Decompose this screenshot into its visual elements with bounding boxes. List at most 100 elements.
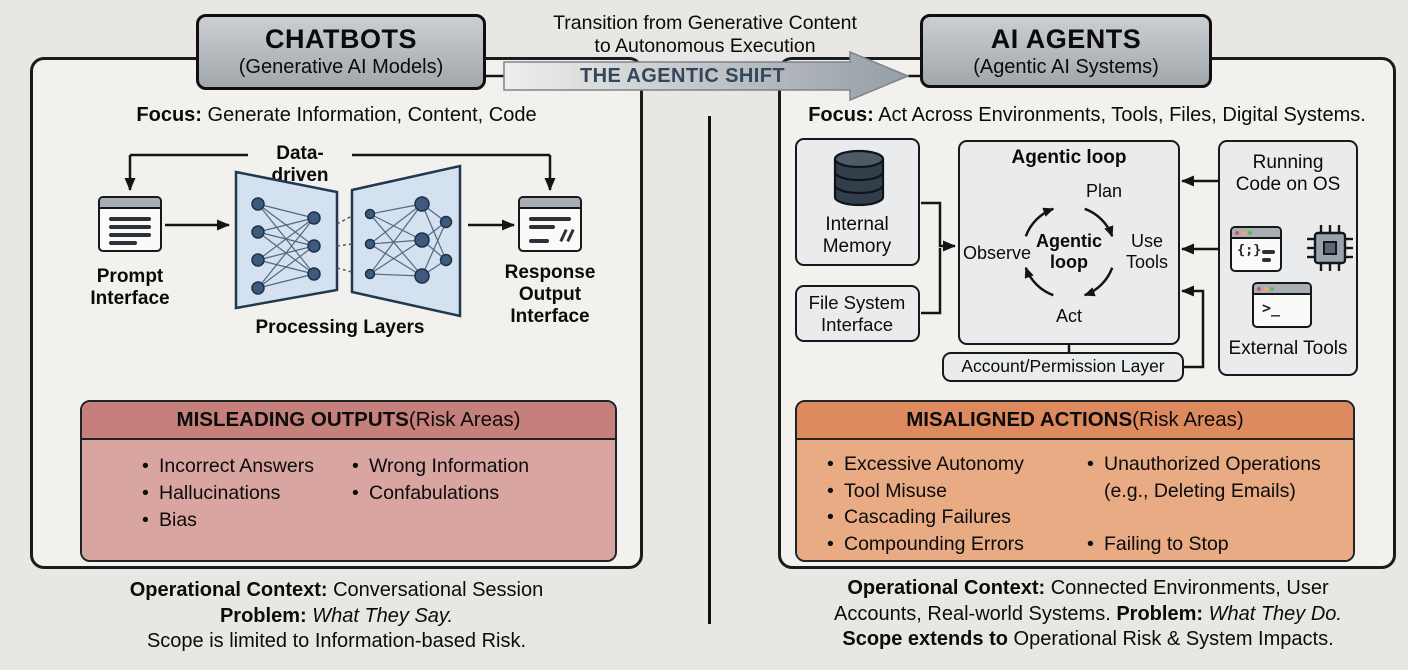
footer-italic: What They Do. bbox=[1203, 602, 1342, 625]
code-slash-icon bbox=[566, 228, 575, 243]
footer-italic: What They Say. bbox=[306, 604, 454, 627]
misleading-outputs-box: MISLEADING OUTPUTS (Risk Areas) Incorrec… bbox=[80, 400, 617, 562]
misleading-outputs-body: Incorrect Answers Hallucinations Bias Wr… bbox=[82, 440, 615, 560]
window-dot-icon bbox=[1235, 230, 1239, 235]
misaligned-actions-box: MISALIGNED ACTIONS (Risk Areas) Excessiv… bbox=[795, 400, 1355, 562]
agents-subtitle: (Agentic AI Systems) bbox=[973, 56, 1159, 78]
file-system-box: File System Interface bbox=[795, 285, 920, 342]
chatbots-title: CHATBOTS bbox=[265, 24, 417, 54]
misaligned-actions-header: MISALIGNED ACTIONS (Risk Areas) bbox=[797, 402, 1353, 440]
agents-title: AI AGENTS bbox=[990, 24, 1142, 54]
window-titlebar bbox=[520, 198, 580, 209]
agents-footer: Operational Context: Connected Environme… bbox=[780, 576, 1396, 653]
window-dot-icon bbox=[1257, 286, 1261, 291]
risk-item: Confabulations bbox=[352, 480, 529, 507]
transition-caption-line1: Transition from Generative Content bbox=[553, 12, 857, 34]
window-titlebar bbox=[100, 198, 160, 209]
risk-title-bold: MISLEADING OUTPUTS bbox=[176, 408, 409, 431]
processing-layers-label: Processing Layers bbox=[255, 317, 425, 338]
chatbots-footer-line1: Operational Context: Conversational Sess… bbox=[30, 578, 643, 604]
text-line-icon bbox=[109, 233, 151, 237]
chatbots-focus-label: Focus: bbox=[136, 104, 202, 126]
misleading-outputs-header: MISLEADING OUTPUTS (Risk Areas) bbox=[82, 402, 615, 440]
footer-text: Operational Risk & System Impacts. bbox=[1007, 628, 1334, 650]
risk-title-bold: MISALIGNED ACTIONS bbox=[906, 408, 1133, 431]
account-permission-box: Account/Permission Layer bbox=[942, 352, 1184, 382]
agents-footer-line1: Operational Context: Connected Environme… bbox=[780, 576, 1396, 602]
agents-footer-line2: Accounts, Real-world Systems. Problem: W… bbox=[780, 602, 1396, 628]
code-editor-icon: {;} bbox=[1230, 226, 1282, 272]
risk-list-col1: Excessive Autonomy Tool Misuse Cascading… bbox=[827, 451, 1024, 557]
database-icon bbox=[833, 149, 885, 207]
terminal-prompt-glyph: >_ bbox=[1262, 299, 1281, 317]
running-code-label: Running Code on OS bbox=[1235, 152, 1341, 195]
risk-item: Unauthorized Operations (e.g., Deleting … bbox=[1087, 451, 1321, 504]
external-tools-label: External Tools bbox=[1228, 338, 1348, 359]
file-system-label: File System Interface bbox=[808, 292, 906, 335]
agentic-loop-title: Agentic loop bbox=[1011, 147, 1127, 168]
agents-title-box: AI AGENTS (Agentic AI Systems) bbox=[920, 14, 1212, 88]
risk-item: Compounding Errors bbox=[827, 531, 1024, 558]
text-line-icon bbox=[109, 241, 137, 245]
window-titlebar bbox=[1232, 228, 1280, 239]
internal-memory-label: Internal Memory bbox=[822, 214, 892, 257]
misaligned-actions-body: Excessive Autonomy Tool Misuse Cascading… bbox=[797, 440, 1353, 560]
loop-cycle-icon bbox=[1024, 207, 1114, 297]
chatbots-subtitle: (Generative AI Models) bbox=[238, 56, 444, 78]
prompt-window-icon bbox=[98, 196, 162, 252]
risk-item: Cascading Failures bbox=[827, 504, 1024, 531]
terminal-icon: >_ bbox=[1252, 282, 1312, 328]
cpu-chip-icon bbox=[1307, 225, 1353, 271]
code-glyph: {;} bbox=[1237, 242, 1262, 258]
chatbots-footer-line2: Problem: What They Say. bbox=[30, 604, 643, 630]
transition-caption: Transition from Generative Content to Au… bbox=[510, 12, 900, 58]
agentic-shift-arrow bbox=[503, 50, 910, 102]
risk-title-rest: (Risk Areas) bbox=[408, 408, 521, 431]
response-output-label: Response Output Interface bbox=[504, 262, 596, 327]
risk-item: Bias bbox=[142, 507, 314, 534]
risk-item: Excessive Autonomy bbox=[827, 451, 1024, 478]
text-line-icon bbox=[1262, 258, 1271, 262]
footer-label: Operational Context: bbox=[129, 579, 328, 601]
running-code-box: Running Code on OS {;} bbox=[1218, 140, 1358, 376]
prompt-interface-label: Prompt Interface bbox=[90, 266, 170, 309]
window-titlebar bbox=[1254, 284, 1310, 295]
window-dot-icon bbox=[1270, 286, 1274, 291]
chatbots-title-box: CHATBOTS (Generative AI Models) bbox=[196, 14, 486, 90]
agentic-loop-box bbox=[958, 140, 1180, 345]
footer-text: Connected Environments, User bbox=[1045, 577, 1329, 599]
data-driven-label: Data-driven bbox=[271, 143, 329, 186]
text-line-icon bbox=[529, 217, 571, 221]
footer-label: Problem: bbox=[1116, 602, 1204, 625]
agentic-shift-label: THE AGENTIC SHIFT bbox=[580, 64, 785, 87]
agents-footer-line3: Scope extends to Operational Risk & Syst… bbox=[780, 627, 1396, 653]
risk-title-rest: (Risk Areas) bbox=[1132, 408, 1244, 431]
risk-list-col1: Incorrect Answers Hallucinations Bias bbox=[142, 453, 314, 534]
risk-list-col2: Unauthorized Operations (e.g., Deleting … bbox=[1087, 451, 1321, 557]
risk-item: Wrong Information bbox=[352, 453, 529, 480]
chatbots-footer-line3: Scope is limited to Information-based Ri… bbox=[146, 630, 527, 652]
window-dot-icon bbox=[1248, 230, 1252, 235]
chatbots-focus: Focus: Generate Information, Content, Co… bbox=[33, 104, 640, 127]
neural-network-icon bbox=[234, 164, 462, 318]
window-dot-icon bbox=[1241, 230, 1246, 235]
text-line-icon bbox=[109, 225, 151, 229]
text-line-icon bbox=[529, 239, 549, 243]
footer-label: Operational Context: bbox=[847, 577, 1046, 599]
risk-item-note: (e.g., Deleting Emails) bbox=[1104, 479, 1296, 502]
transition-caption-line2: to Autonomous Execution bbox=[594, 35, 816, 57]
agents-focus-label: Focus: bbox=[808, 104, 874, 126]
response-window-icon bbox=[518, 196, 582, 252]
footer-label: Scope extends to bbox=[842, 628, 1008, 650]
window-dot-icon bbox=[1263, 286, 1268, 291]
account-permission-label: Account/Permission Layer bbox=[961, 356, 1165, 376]
chatbots-footer: Operational Context: Conversational Sess… bbox=[30, 578, 643, 655]
agents-focus-text: Act Across Environments, Tools, Files, D… bbox=[873, 104, 1366, 126]
footer-text: Accounts, Real-world Systems. bbox=[834, 602, 1117, 625]
loop-center-label: Agentic loop bbox=[1036, 231, 1103, 272]
text-line-icon bbox=[529, 225, 555, 229]
risk-item: Tool Misuse bbox=[827, 478, 1024, 505]
loop-plan-label: Plan bbox=[1085, 181, 1123, 201]
